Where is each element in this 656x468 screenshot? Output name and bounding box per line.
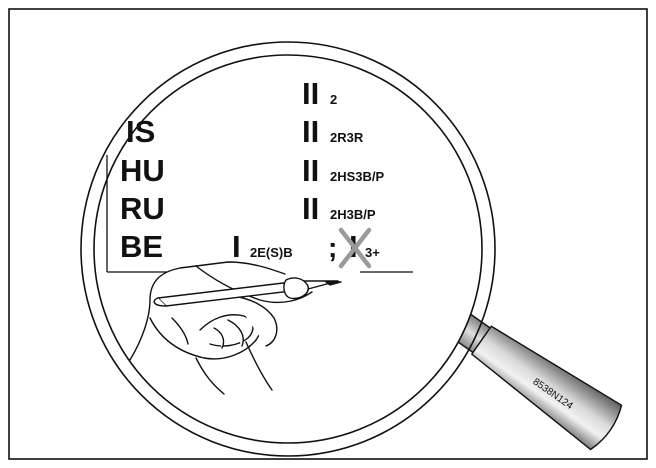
category-roman: II <box>302 153 319 188</box>
category-roman: I <box>232 229 241 264</box>
hand-with-pencil-icon <box>129 261 342 395</box>
category-subscript: 2H3B/P <box>330 207 376 222</box>
category-subscript: 2 <box>330 92 337 107</box>
category-subscript: 2R3R <box>330 130 364 145</box>
country-code: IS <box>126 114 155 149</box>
crossed-subscript: 3+ <box>365 245 380 260</box>
cross-out-mark-icon <box>338 227 372 269</box>
category-subscript: 2E(S)B <box>250 245 293 260</box>
separator: ; <box>328 232 337 263</box>
category-roman: II <box>302 76 319 111</box>
category-roman: II <box>302 191 319 226</box>
country-code: RU <box>120 191 165 226</box>
country-code: HU <box>120 153 165 188</box>
last-row: I 2E(S)B ; I 3+ <box>232 227 413 273</box>
category-list: II 2 II 2R3R II 2HS3B/P II 2H3B/P <box>302 76 385 226</box>
country-bracket <box>106 155 176 273</box>
country-list: IS HU RU BE <box>120 114 165 264</box>
category-subscript: 2HS3B/P <box>330 169 385 184</box>
magnifier-handle: 8538N124 <box>442 306 623 451</box>
country-code: BE <box>120 229 163 264</box>
handle-grip <box>470 325 623 451</box>
category-roman: II <box>302 114 319 149</box>
